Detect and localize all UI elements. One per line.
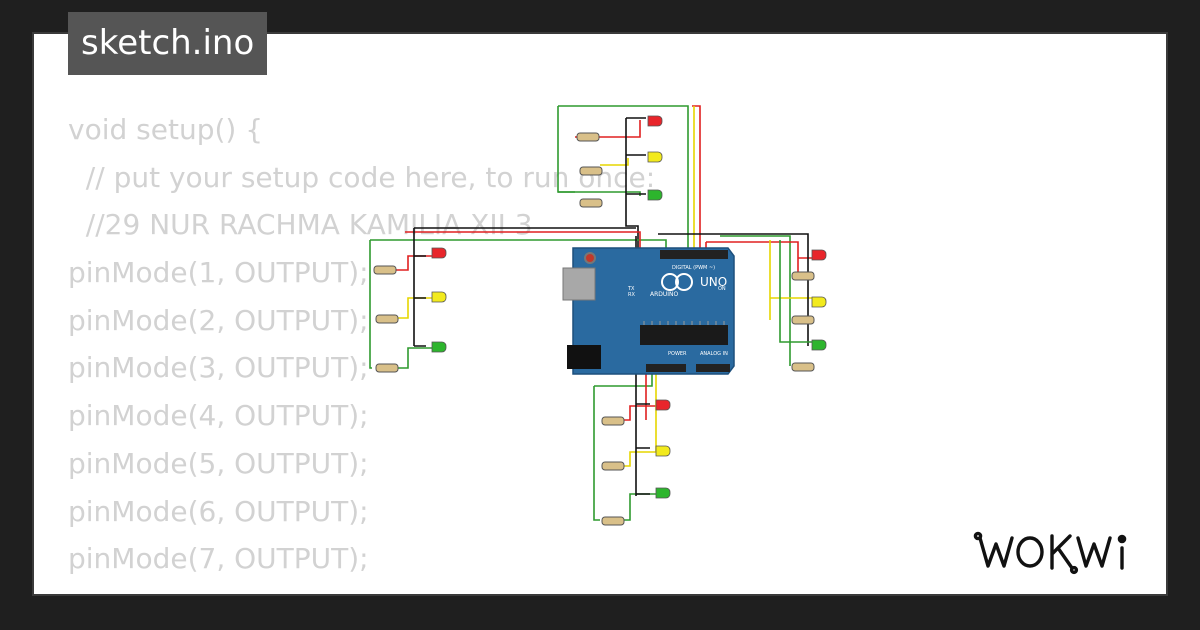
digital-header-label: DIGITAL (PWM ~)	[672, 265, 715, 271]
code-line: //29 NUR RACHMA KAMILIA XII 3	[68, 208, 533, 242]
board-brand-label: ARDUINO	[650, 291, 679, 298]
reset-button-icon[interactable]	[584, 252, 596, 264]
code-line: pinMode(1, OUTPUT);	[68, 256, 369, 290]
code-line: pinMode(4, OUTPUT);	[68, 399, 369, 433]
led-yellow-icon[interactable]	[647, 151, 663, 163]
code-editor[interactable]: void setup() { // put your setup code he…	[68, 106, 655, 594]
preview-card: void setup() { // put your setup code he…	[34, 34, 1166, 594]
led-yellow-icon[interactable]	[811, 296, 827, 308]
led-green-icon[interactable]	[647, 189, 663, 201]
code-line: pinMode(6, OUTPUT);	[68, 494, 369, 528]
led-green-icon[interactable]	[811, 339, 827, 351]
board-model-label: UNO	[700, 275, 727, 289]
led-red-icon[interactable]	[647, 115, 663, 127]
arduino-uno-board[interactable]: UNO ARDUINO DIGITAL (PWM ~) POWER ANALOG…	[562, 247, 735, 375]
code-line: void setup() {	[68, 113, 264, 146]
code-line: pinMode(2, OUTPUT);	[68, 303, 369, 337]
code-line: pinMode(8, OUTPUT);	[68, 583, 655, 594]
file-tab[interactable]: sketch.ino	[68, 12, 268, 75]
power-header-label: POWER	[668, 351, 687, 357]
resistors	[373, 132, 815, 526]
microcontroller-chip-icon	[640, 325, 728, 345]
code-line: pinMode(3, OUTPUT);	[68, 351, 369, 385]
rx-led-label: RX	[628, 292, 635, 298]
led-green-icon[interactable]	[431, 341, 447, 353]
led-yellow-icon[interactable]	[655, 445, 671, 457]
usb-port-icon	[562, 267, 596, 301]
led-green-icon[interactable]	[655, 487, 671, 499]
code-line: // put your setup code here, to run once…	[68, 160, 656, 194]
led-red-icon[interactable]	[811, 249, 827, 261]
leds	[431, 115, 827, 499]
infinity-logo-icon	[661, 273, 679, 291]
tx-led-label: TX	[627, 286, 635, 292]
led-red-icon[interactable]	[655, 399, 671, 411]
power-jack-icon	[567, 345, 601, 369]
code-line: pinMode(7, OUTPUT);	[68, 542, 369, 576]
led-yellow-icon[interactable]	[431, 291, 447, 303]
on-led-label: ON	[718, 286, 726, 292]
led-red-icon[interactable]	[431, 247, 447, 259]
wokwi-logo	[973, 531, 1127, 575]
analog-header-label: ANALOG IN	[700, 351, 728, 357]
code-line: pinMode(5, OUTPUT);	[68, 446, 369, 480]
digital-header-icon	[660, 250, 728, 259]
